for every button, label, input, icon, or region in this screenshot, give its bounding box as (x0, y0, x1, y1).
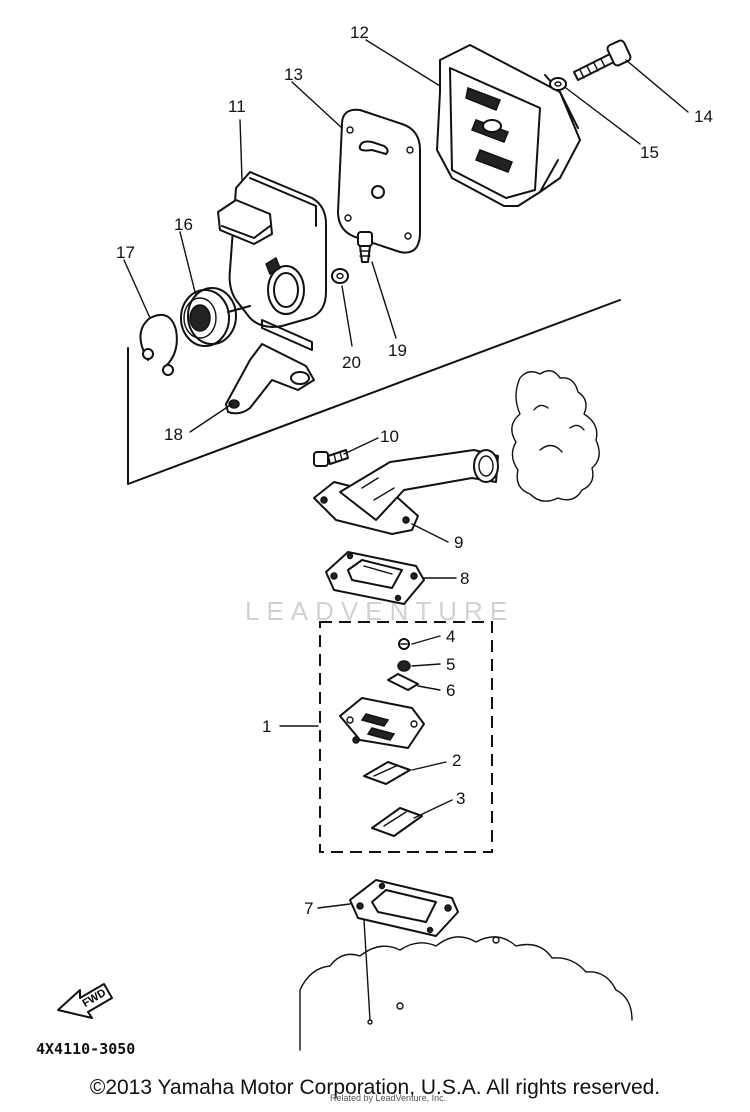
part-10-bolt[interactable] (313, 449, 349, 467)
part-2-reed[interactable] (363, 761, 411, 785)
part-14-bolt[interactable] (573, 39, 632, 81)
reed-valve-assembly-box (319, 621, 493, 853)
part-7-gasket[interactable] (349, 879, 459, 937)
part-5-washer[interactable] (397, 660, 411, 672)
callout-16: 16 (174, 215, 193, 234)
part-17-circlip[interactable] (139, 314, 178, 376)
part-18-bracket[interactable] (225, 319, 315, 415)
callout-9: 9 (454, 533, 463, 552)
callout-13: 13 (284, 65, 303, 84)
part-12-silencer-cover[interactable] (436, 44, 581, 207)
callout-5: 5 (446, 655, 455, 674)
leader-part-7-engine (363, 919, 371, 1021)
part-code: 4X4110-3050 (36, 1040, 136, 1058)
part-16-cap[interactable] (180, 287, 251, 347)
callout-4: 4 (446, 627, 455, 646)
part-13-gasket-plate[interactable] (337, 108, 421, 254)
part-1-reed-valve-block[interactable] (339, 697, 425, 749)
fwd-arrow-icon: FWD (57, 983, 113, 1019)
callout-12: 12 (350, 23, 369, 42)
part-15-washer[interactable] (549, 77, 567, 91)
leader-lines (123, 39, 689, 909)
part-20-washer[interactable] (331, 268, 349, 284)
callout-15: 15 (640, 143, 659, 162)
callout-2: 2 (452, 751, 461, 770)
callout-11: 11 (228, 97, 246, 116)
callout-3: 3 (456, 789, 465, 808)
part-3-reed-stopper[interactable] (371, 807, 423, 837)
part-9-intake-manifold[interactable] (313, 449, 499, 535)
callout-17: 17 (116, 243, 135, 262)
callout-8: 8 (460, 569, 469, 588)
callout-20: 20 (342, 353, 361, 372)
callout-7: 7 (304, 899, 313, 918)
credit-notice: Related by LeadVenture, Inc. (330, 1093, 447, 1103)
callout-19: 19 (388, 341, 407, 360)
callout-6: 6 (446, 681, 455, 700)
callout-18: 18 (164, 425, 183, 444)
assembly-frame (127, 299, 621, 485)
part-4-screw[interactable] (398, 638, 410, 650)
engine-outline-lower (299, 936, 633, 1051)
callout-1: 1 (262, 717, 271, 736)
part-8-gasket[interactable] (325, 551, 425, 605)
copyright-notice: ©2013 Yamaha Motor Corporation, U.S.A. A… (89, 1076, 661, 1099)
callout-14: 14 (694, 107, 713, 126)
callout-10: 10 (380, 427, 399, 446)
leader-part-7-dot (367, 1019, 373, 1025)
part-11-silencer-body[interactable] (217, 171, 327, 328)
part-19-screw[interactable] (357, 231, 373, 263)
part-6-stopper[interactable] (387, 673, 419, 691)
engine-outline-upper (511, 370, 600, 502)
